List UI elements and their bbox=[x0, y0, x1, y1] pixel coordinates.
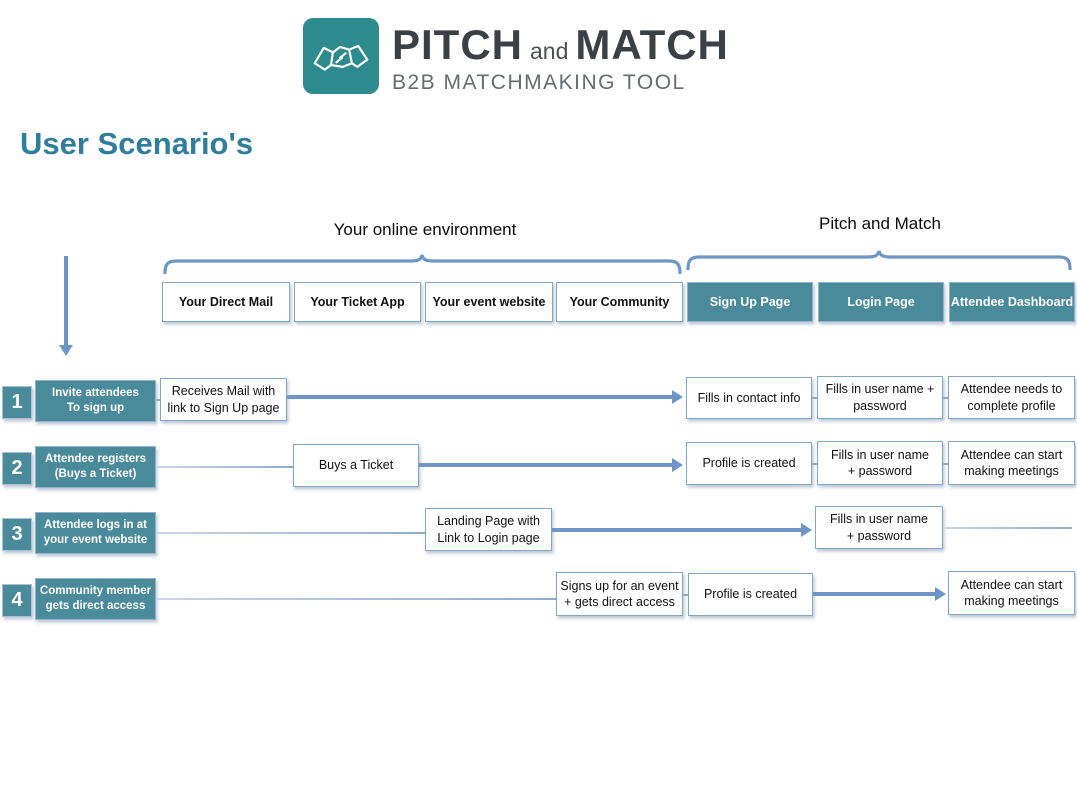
connector-line bbox=[156, 466, 293, 468]
connector-line bbox=[943, 527, 1072, 529]
connector-line bbox=[683, 594, 688, 596]
scenario-box-attendee-registers: Attendee registers (Buys a Ticket) bbox=[35, 446, 156, 488]
vertical-flow-arrow bbox=[59, 256, 72, 356]
row-number-badge-4: 4 bbox=[2, 584, 32, 617]
logo-word-and: and bbox=[530, 38, 569, 64]
flow-arrow-row4 bbox=[813, 586, 946, 601]
connector-line bbox=[943, 397, 948, 399]
scenario-box-invite-attendees: Invite attendees To sign up bbox=[35, 380, 156, 422]
column-box-sign-up-page: Sign Up Page bbox=[687, 282, 813, 322]
connector-line bbox=[812, 463, 817, 465]
connector-line bbox=[156, 532, 425, 534]
flow-box-attendee-start-meetings-r4: Attendee can start making meetings bbox=[948, 571, 1075, 615]
flow-box-profile-created-r4: Profile is created bbox=[688, 573, 813, 616]
connector-line bbox=[812, 397, 817, 399]
page-title: User Scenario's bbox=[20, 126, 254, 161]
connector-line bbox=[156, 399, 160, 401]
column-box-your-community: Your Community bbox=[556, 282, 683, 322]
connector-line bbox=[943, 463, 948, 465]
flow-box-attendee-start-meetings-r2: Attendee can start making meetings bbox=[948, 441, 1075, 485]
flow-box-fills-username-password-r1: Fills in user name + password bbox=[817, 376, 943, 419]
row-number-badge-3: 3 bbox=[2, 518, 32, 551]
bracket-pitch-and-match bbox=[686, 250, 1072, 270]
column-box-your-ticket-app: Your Ticket App bbox=[294, 282, 421, 322]
logo-word-pitch: PITCH bbox=[392, 21, 523, 68]
row-number-badge-2: 2 bbox=[2, 452, 32, 485]
flow-box-signs-up-event: Signs up for an event + gets direct acce… bbox=[556, 572, 683, 616]
bracket-online-environment bbox=[163, 254, 682, 274]
handshake-icon bbox=[303, 18, 379, 94]
flow-arrow-row3 bbox=[552, 522, 812, 537]
flow-box-buys-a-ticket: Buys a Ticket bbox=[293, 444, 419, 487]
connector-line bbox=[156, 598, 556, 600]
logo-word-match: MATCH bbox=[575, 21, 729, 68]
flow-box-fills-username-password-r3: Fills in user name + password bbox=[815, 506, 943, 549]
flow-box-profile-created-r2: Profile is created bbox=[686, 442, 812, 485]
column-box-attendee-dashboard: Attendee Dashboard bbox=[949, 282, 1075, 322]
column-box-login-page: Login Page bbox=[818, 282, 944, 322]
flow-box-fills-contact-info: Fills in contact info bbox=[686, 377, 812, 419]
column-box-your-event-website: Your event website bbox=[425, 282, 553, 322]
bracket-label-pitch-and-match: Pitch and Match bbox=[819, 214, 941, 233]
flow-box-fills-username-password-r2: Fills in user name + password bbox=[817, 441, 943, 485]
bracket-label-online-environment: Your online environment bbox=[333, 220, 517, 239]
row-number-badge-1: 1 bbox=[2, 386, 32, 419]
scenario-box-community-member: Community member gets direct access bbox=[35, 578, 156, 620]
flow-box-attendee-complete-profile: Attendee needs to complete profile bbox=[948, 376, 1075, 419]
logo-subtitle: B2B MATCHMAKING TOOL bbox=[392, 71, 686, 94]
column-box-your-direct-mail: Your Direct Mail bbox=[162, 282, 290, 322]
flow-arrow-row2 bbox=[419, 457, 683, 472]
scenario-box-attendee-logs-in: Attendee logs in at your event website bbox=[35, 512, 156, 554]
flow-arrow-row1 bbox=[287, 389, 683, 404]
flow-box-receives-mail: Receives Mail with link to Sign Up page bbox=[160, 378, 287, 421]
flow-box-landing-page: Landing Page with Link to Login page bbox=[425, 508, 552, 551]
